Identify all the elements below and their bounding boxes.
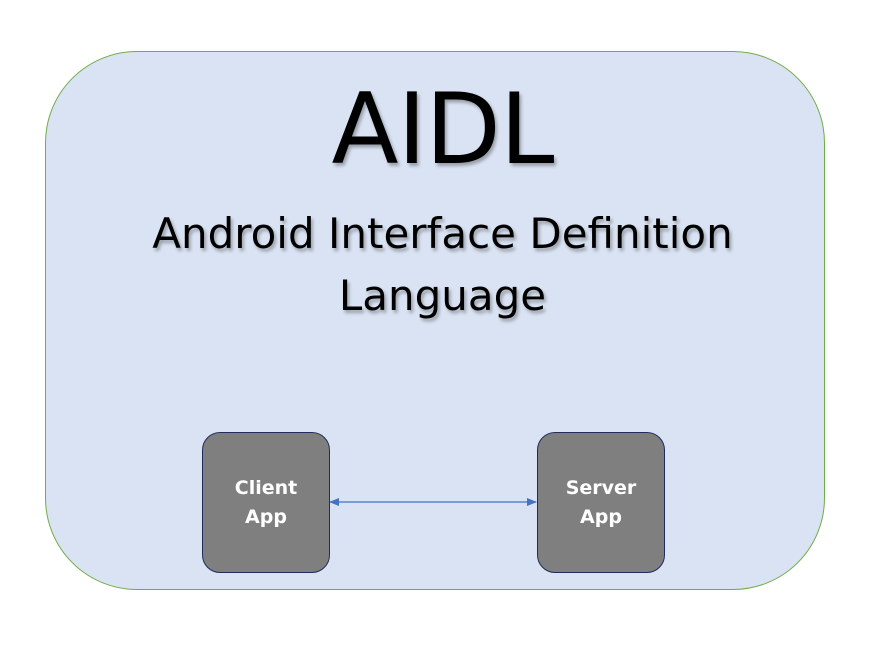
server-app-label: Server App xyxy=(565,476,637,528)
diagram-subtitle: Android Interface Definition Language xyxy=(0,203,885,327)
client-app-node: Client App xyxy=(202,432,330,573)
server-app-node: Server App xyxy=(537,432,665,573)
client-app-label: Client App xyxy=(234,476,298,528)
diagram-subtitle-text: Android Interface Definition Language xyxy=(152,209,733,320)
diagram-title: AIDL xyxy=(331,73,554,187)
